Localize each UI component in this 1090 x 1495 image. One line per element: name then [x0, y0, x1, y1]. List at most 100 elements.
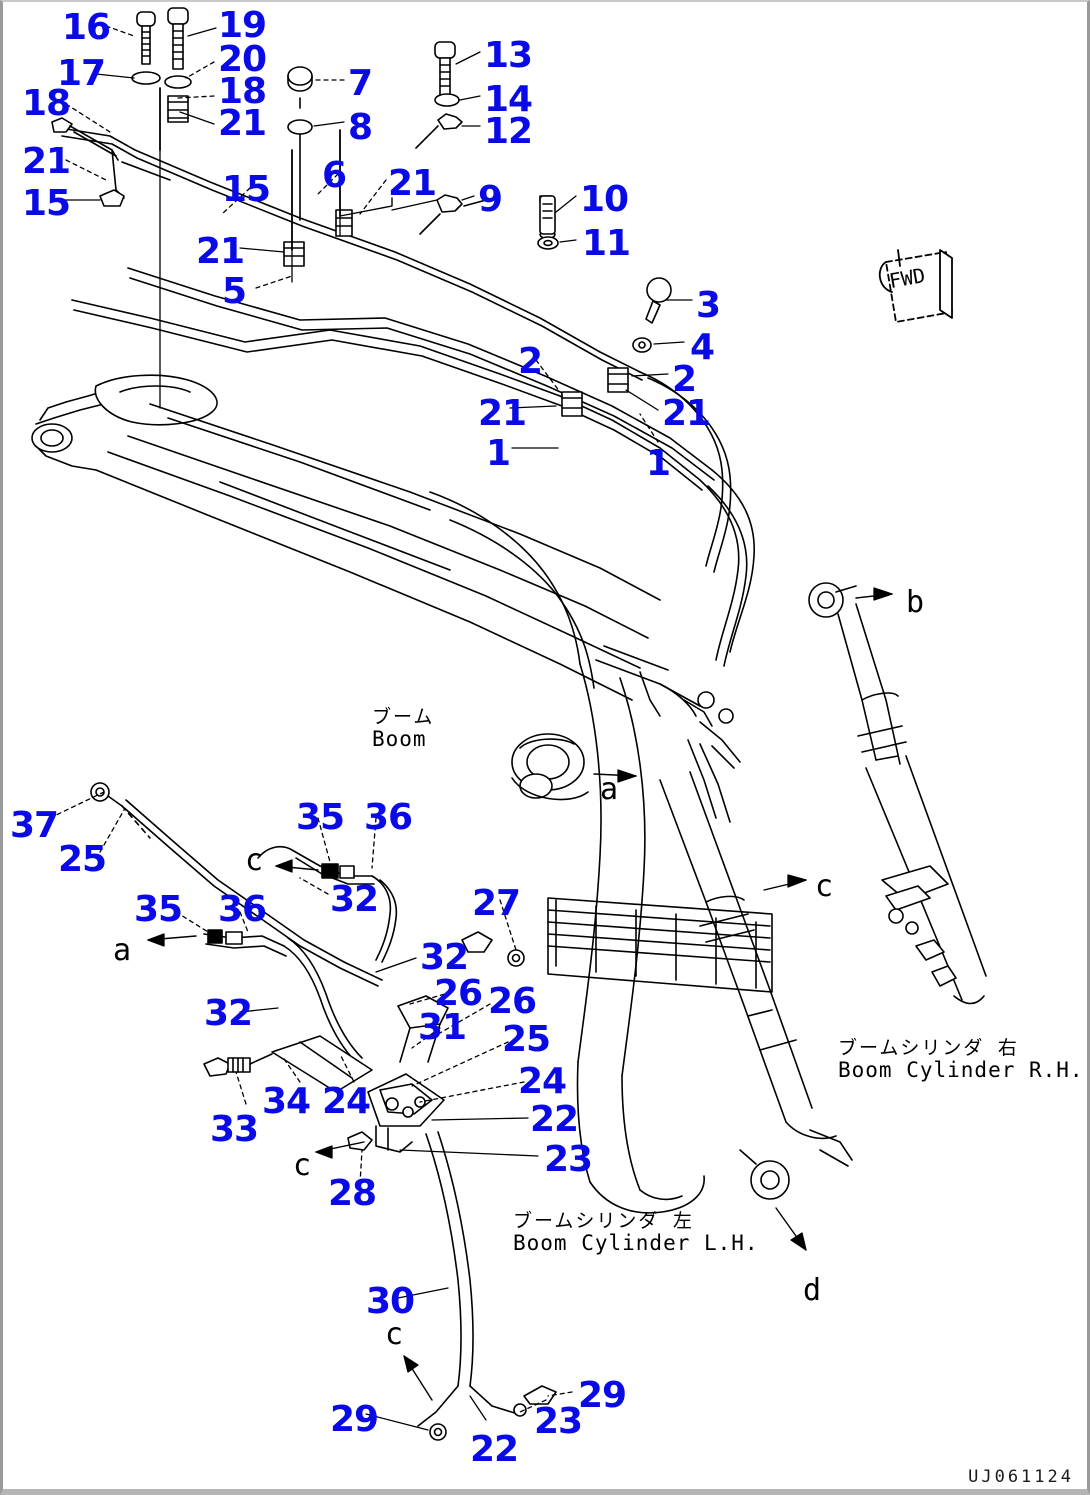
fwd-marker: [878, 249, 953, 323]
caption-boom-jp: ブーム: [372, 706, 435, 728]
part-icon-19: [167, 7, 189, 70]
caption-boom-en: Boom: [372, 727, 427, 751]
part-number-callout: 24: [322, 1081, 371, 1122]
part-icon-10: [539, 195, 556, 240]
caption-boom-cylinder-lh-en: Boom Cylinder L.H.: [513, 1231, 759, 1255]
boom-cylinder-lh-art: [659, 771, 853, 1200]
part-number-callout: 19: [218, 5, 267, 46]
part-number-callout: 15: [222, 169, 271, 210]
part-icon-11: [537, 236, 559, 250]
part-number-callout: 23: [534, 1401, 583, 1442]
part-number-callout: 18: [22, 83, 71, 124]
part-number-callout: 36: [364, 797, 413, 838]
part-number-callout: 25: [502, 1019, 551, 1060]
part-number-callout: 21: [388, 163, 437, 204]
part-icon-33: [203, 1057, 251, 1077]
part-number-callout: 1: [646, 443, 671, 484]
part-number-callout: 21: [478, 393, 527, 434]
part-number-callout: 27: [472, 883, 521, 924]
part-number-callout: 5: [222, 271, 247, 312]
part-number-callout: 35: [296, 797, 345, 838]
part-number-callout: 2: [518, 341, 543, 382]
part-number-callout: 32: [420, 937, 469, 978]
part-number-callout: 23: [544, 1139, 593, 1180]
part-number-callout: 10: [580, 179, 629, 220]
part-number-callout: 22: [530, 1099, 579, 1140]
linkage-left: [51, 117, 171, 207]
letter-callout-c-cylinder: c: [815, 869, 834, 904]
part-number-callout: 21: [662, 393, 711, 434]
caption-boom-cylinder-rh-en: Boom Cylinder R.H.: [838, 1058, 1084, 1082]
part-number-callout: 4: [690, 327, 715, 368]
boom-joint-cluster: [595, 645, 741, 823]
part-number-callout: 7: [348, 63, 373, 104]
caption-boom-cylinder-lh-jp: ブームシリンダ 左: [513, 1210, 694, 1232]
part-number-callout: 17: [57, 53, 106, 94]
part-number-callout: 34: [262, 1081, 311, 1122]
part-number-callout: 30: [366, 1281, 415, 1322]
part-number-callout: 2: [672, 359, 697, 400]
part-number-callout: 35: [134, 889, 183, 930]
part-number-callout: 6: [322, 155, 347, 196]
part-number-callout: 33: [210, 1109, 259, 1150]
letter-callout-c-block: c: [293, 1148, 312, 1183]
part-number-callout: 15: [22, 183, 71, 224]
part-number-callout: 9: [478, 179, 503, 220]
letter-callout-a-hose: a: [113, 933, 132, 968]
part-number-callout: 22: [470, 1429, 519, 1470]
boom-cylinder-rh-art: [808, 582, 987, 1005]
part-number-callout: 28: [328, 1173, 377, 1214]
part-number-callout: 20: [218, 39, 267, 80]
part-number-callout: 36: [218, 889, 267, 930]
caption-boom: ブーム Boom: [372, 706, 434, 751]
part-number-callout: 21: [22, 141, 71, 182]
part-number-callout: 32: [204, 993, 253, 1034]
part-number-callout: 8: [348, 107, 373, 148]
part-number-callout: 25: [58, 839, 107, 880]
part-icon-4: [632, 337, 652, 353]
caption-boom-cylinder-rh-jp: ブームシリンダ 右: [838, 1037, 1019, 1059]
part-icon-13: [434, 41, 456, 99]
part-number-callout: 37: [10, 805, 59, 846]
hose-clamp-21-a: [167, 95, 189, 123]
part-icon-9: [419, 194, 487, 235]
part-icon-16: [136, 11, 156, 65]
part-number-callout: 16: [62, 7, 111, 48]
caption-boom-cylinder-rh: ブームシリンダ 右 Boom Cylinder R.H.: [838, 1037, 1084, 1082]
letter-callout-b: b: [906, 585, 925, 620]
part-icon-7: [287, 66, 313, 92]
part-icon-20: [164, 75, 192, 89]
letter-callout-c-upper: c: [245, 843, 264, 878]
drawing-code: UJ061124: [968, 1467, 1074, 1487]
part-number-callout: 26: [488, 981, 537, 1022]
letter-callout-c-bottom: c: [385, 1317, 404, 1352]
part-number-callout: 21: [196, 231, 245, 272]
part-number-callout: 29: [330, 1399, 379, 1440]
letter-callout-a-boom: a: [600, 772, 619, 807]
part-number-callout: 32: [330, 879, 379, 920]
part-icon-28: [347, 1131, 373, 1151]
part-number-callout: 21: [218, 103, 267, 144]
part-number-callout: 1: [486, 433, 511, 474]
part-icon-12: [415, 113, 463, 149]
part-number-callout: 29: [578, 1375, 627, 1416]
part-number-callout: 12: [484, 111, 533, 152]
hose-clamp-21-d: [561, 391, 583, 417]
caption-boom-cylinder-lh: ブームシリンダ 左 Boom Cylinder L.H.: [513, 1210, 759, 1255]
hose-clamp-21-b: [283, 241, 305, 267]
small-fittings: [461, 931, 525, 967]
part-number-callout: 24: [518, 1061, 567, 1102]
part-number-callout: 31: [418, 1007, 467, 1048]
letter-callout-d: d: [803, 1273, 822, 1308]
part-number-callout: 18: [218, 71, 267, 112]
part-icon-8: [287, 97, 313, 221]
fwd-text: FWD: [887, 263, 928, 294]
part-number-callout: 14: [484, 79, 533, 120]
part-number-callout: 13: [484, 35, 533, 76]
part-icon-14: [434, 93, 460, 107]
part-number-callout: 3: [696, 285, 721, 326]
hose-clamp-21-e: [607, 367, 629, 393]
boom-body: [31, 374, 773, 1214]
